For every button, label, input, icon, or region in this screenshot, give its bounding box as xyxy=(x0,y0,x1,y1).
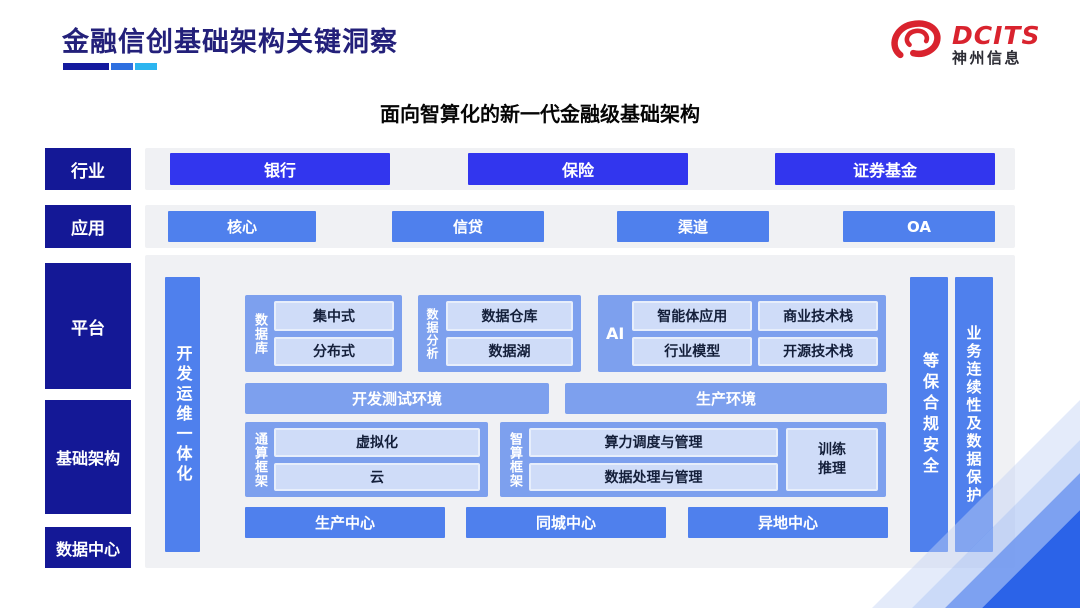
logo-company-text: 神州信息 xyxy=(952,48,1023,67)
dcits-swirl-icon xyxy=(888,18,944,70)
ai-group: AI 智能体应用 商业技术栈 行业模型 开源技术栈 xyxy=(598,295,886,372)
database-chip-centralized: 集中式 xyxy=(274,301,394,331)
devtest-environment-bar: 开发测试环境 xyxy=(245,383,549,414)
analytics-chip-lake: 数据湖 xyxy=(446,336,573,366)
dcits-logo: DCITS 神州信息 xyxy=(888,18,1040,70)
datacenter-box-remote: 异地中心 xyxy=(688,507,888,538)
intelligent-compute-group: 智算框架 算力调度与管理 数据处理与管理 训练 推理 xyxy=(500,422,886,497)
ic-chip-compute-scheduling: 算力调度与管理 xyxy=(529,428,778,457)
security-vertical-bar: 等保合规安全 xyxy=(910,277,948,552)
database-group-label: 数据库 xyxy=(252,312,267,355)
gc-chip-cloud: 云 xyxy=(274,462,480,491)
application-box-channel: 渠道 xyxy=(617,211,769,242)
ic-chip-data-processing: 数据处理与管理 xyxy=(529,462,778,491)
application-box-core: 核心 xyxy=(168,211,316,242)
gc-chip-virtualization: 虚拟化 xyxy=(274,428,480,457)
page-title: 金融信创基础架构关键洞察 xyxy=(62,27,398,58)
industry-box-insurance: 保险 xyxy=(468,153,688,185)
logo-brand-text: DCITS xyxy=(952,21,1041,50)
application-box-oa: OA xyxy=(843,211,995,242)
ai-group-label: AI xyxy=(606,324,625,343)
intelligent-compute-label: 智算框架 xyxy=(507,431,522,488)
row-label-application: 应用 xyxy=(45,205,131,248)
general-compute-group: 通算框架 虚拟化 云 xyxy=(245,422,488,497)
underline-segment xyxy=(135,63,157,70)
analytics-group-label: 数据分析 xyxy=(425,307,439,360)
datacenter-box-production: 生产中心 xyxy=(245,507,445,538)
underline-segment xyxy=(63,63,109,70)
analytics-group: 数据分析 数据仓库 数据湖 xyxy=(418,295,581,372)
datacenter-box-samecity: 同城中心 xyxy=(466,507,666,538)
diagram-subtitle: 面向智算化的新一代金融级基础架构 xyxy=(380,102,700,126)
general-compute-label: 通算框架 xyxy=(252,431,267,488)
row-label-datacenter: 数据中心 xyxy=(45,527,131,568)
underline-segment xyxy=(111,63,133,70)
devops-vertical-bar: 开发运维一体化 xyxy=(165,277,200,552)
ai-chip-agent-apps: 智能体应用 xyxy=(632,301,753,331)
row-label-infrastructure: 基础架构 xyxy=(45,400,131,514)
analytics-chip-warehouse: 数据仓库 xyxy=(446,301,573,331)
application-box-credit: 信贷 xyxy=(392,211,544,242)
ai-chip-opensource-stack: 开源技术栈 xyxy=(758,336,878,366)
ai-chip-industry-models: 行业模型 xyxy=(632,336,753,366)
database-chip-distributed: 分布式 xyxy=(274,336,394,366)
database-group: 数据库 集中式 分布式 xyxy=(245,295,402,372)
industry-box-securities: 证券基金 xyxy=(775,153,995,185)
row-label-platform: 平台 xyxy=(45,263,131,389)
title-underline xyxy=(63,63,157,70)
ai-chip-commercial-stack: 商业技术栈 xyxy=(758,301,878,331)
industry-box-bank: 银行 xyxy=(170,153,390,185)
ic-chip-training-inference: 训练 推理 xyxy=(786,428,878,491)
continuity-vertical-bar: 业务连续性及数据保护 xyxy=(955,277,993,552)
production-environment-bar: 生产环境 xyxy=(565,383,887,414)
row-label-industry: 行业 xyxy=(45,148,131,190)
